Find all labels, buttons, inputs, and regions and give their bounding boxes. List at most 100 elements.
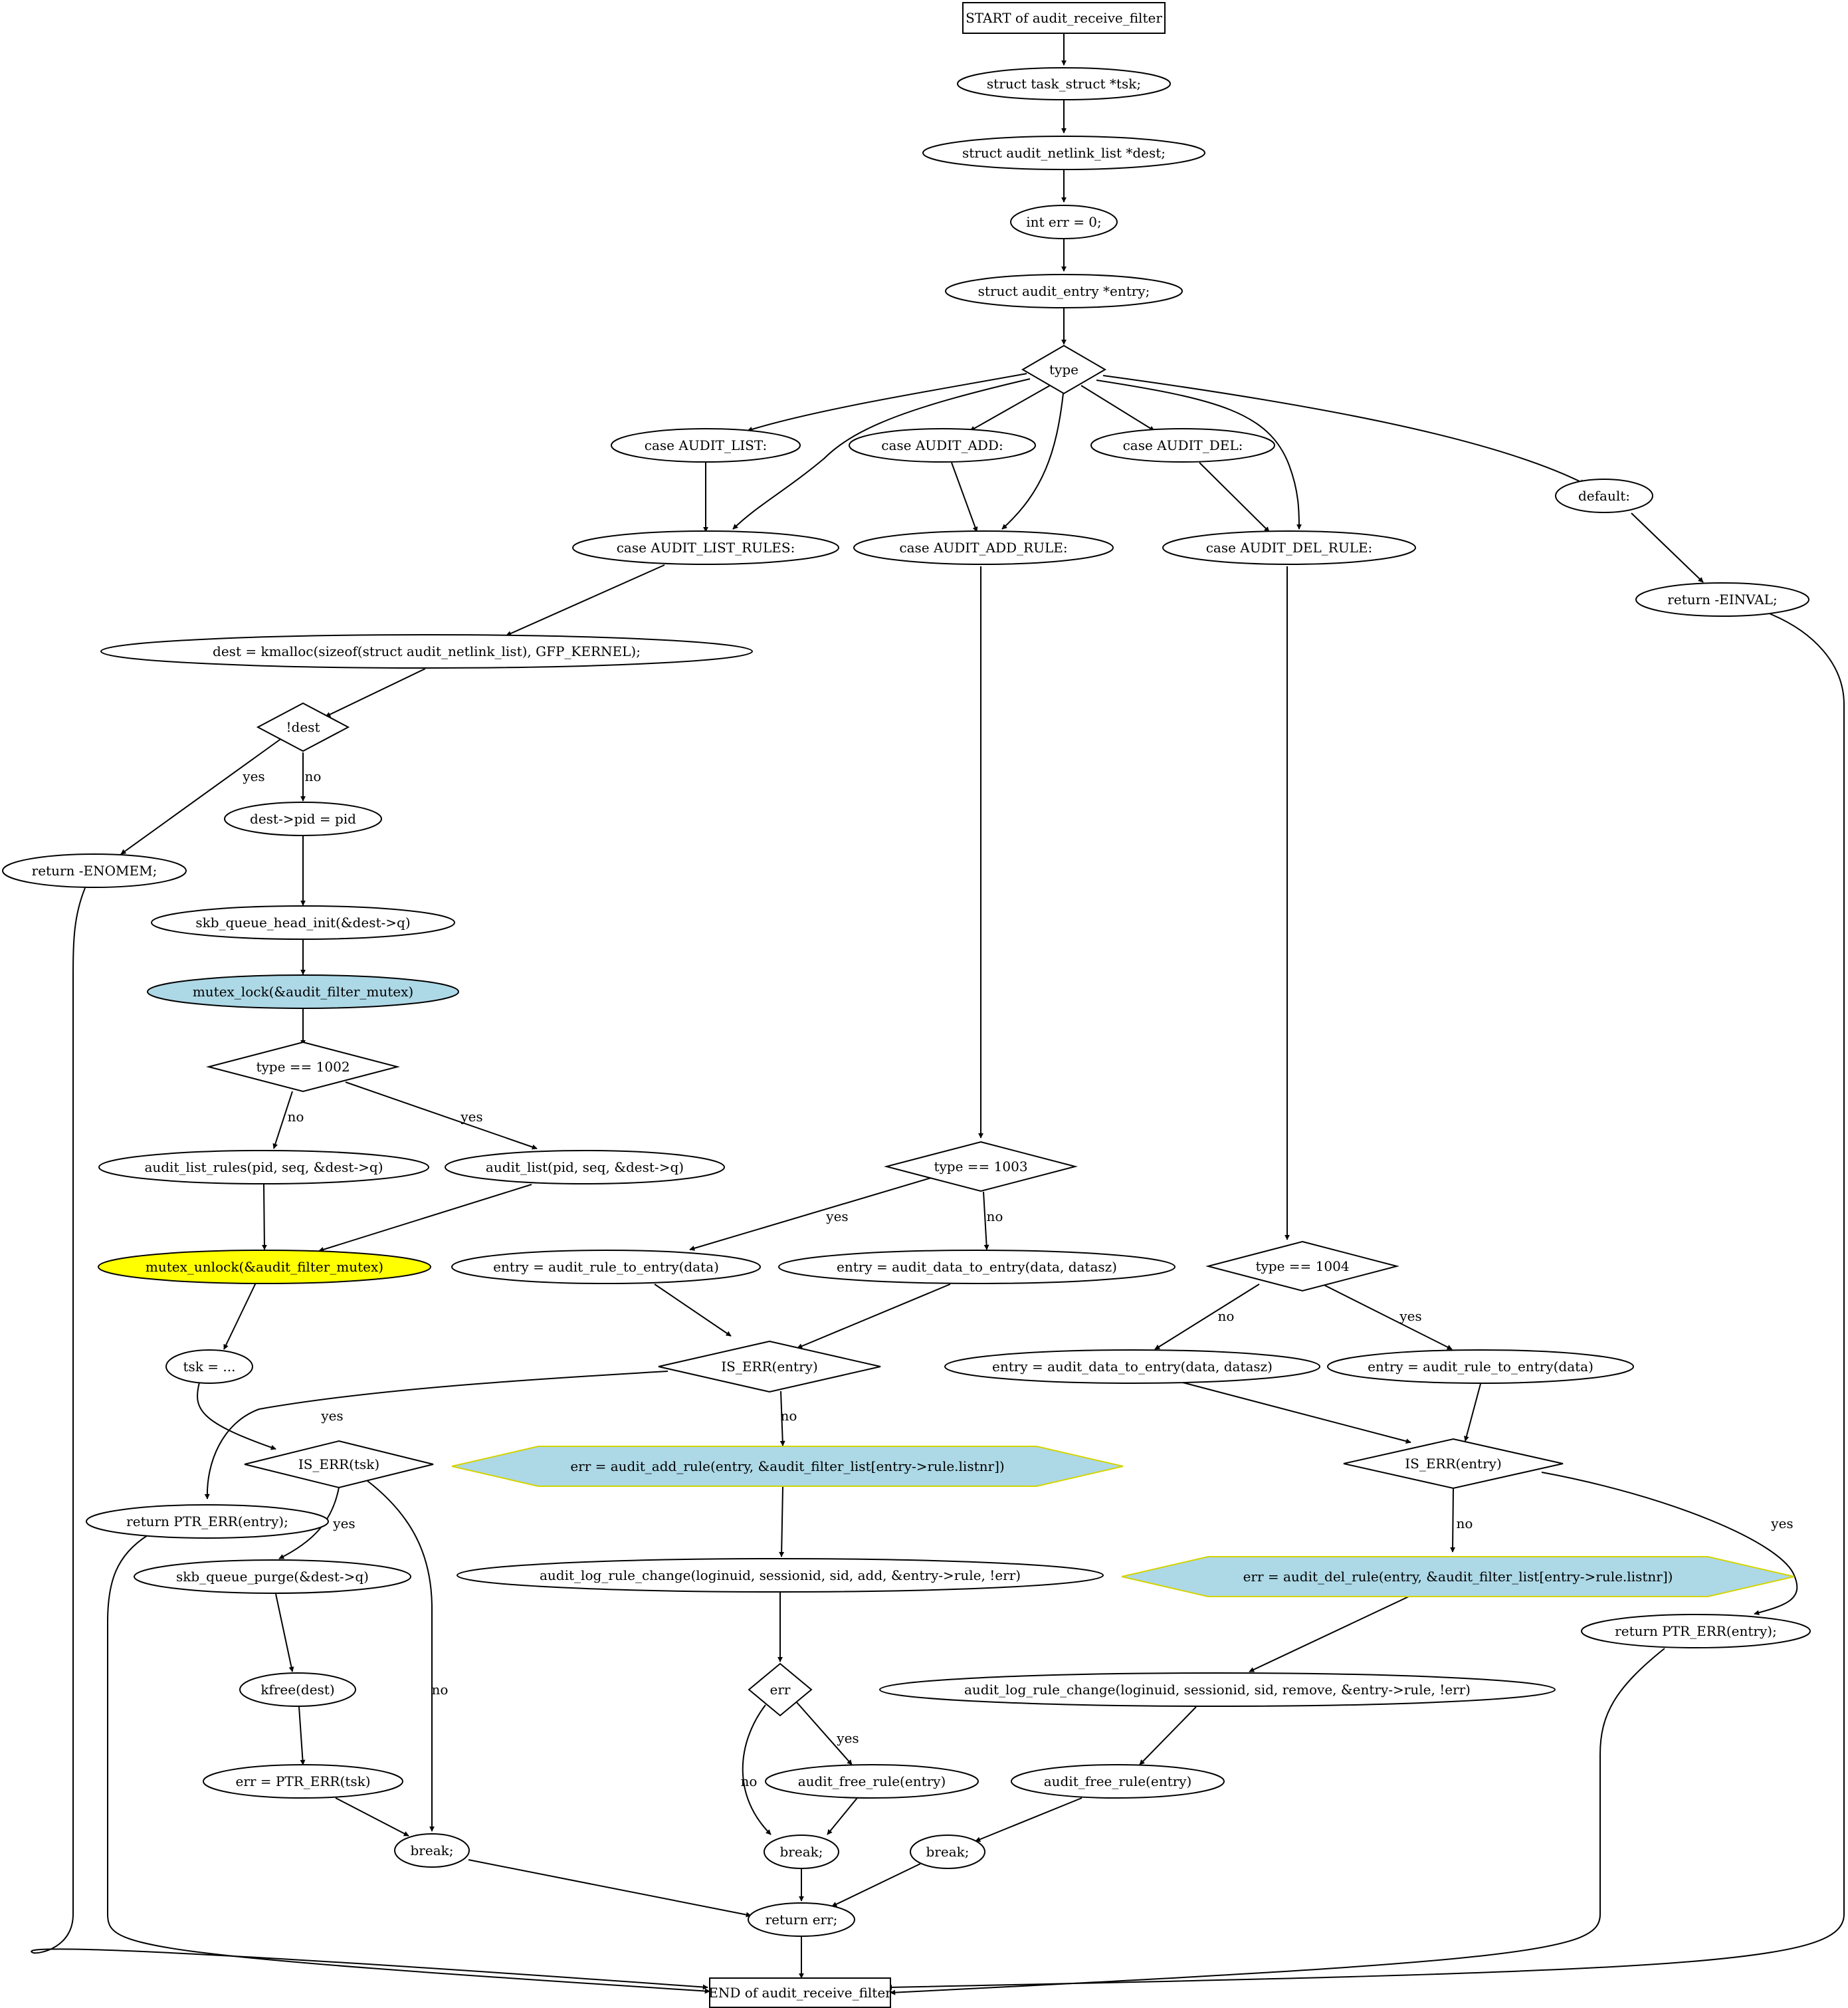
- decl-tsk-label: struct task_struct *tsk;: [987, 76, 1141, 92]
- del-rule-to-entry-ellipse: [1327, 1349, 1634, 1384]
- edge-if-type-1004-to-del-rule-to-entry: [1322, 1283, 1453, 1350]
- edge-label-type-1004-yes: yes: [1399, 1308, 1421, 1324]
- err-ptr-err-tsk-node: err = PTR_ERR(tsk): [203, 1764, 403, 1799]
- edge-log-remove-to-free-rule-del: [1139, 1706, 1197, 1765]
- edge-del-rule-to-entry-to-if-is-err: [1463, 1383, 1481, 1442]
- edge-add-rule-to-entry-to-if-is-err: [654, 1283, 732, 1337]
- del-rule-to-entry-label: entry = audit_rule_to_entry(data): [1368, 1359, 1593, 1375]
- kfree-dest-label: kfree(dest): [260, 1682, 334, 1698]
- audit-list-label: audit_list(pid, seq, &dest->q): [486, 1159, 684, 1175]
- kfree-dest-ellipse: [239, 1672, 356, 1707]
- case-del-rule-label: case AUDIT_DEL_RULE:: [1206, 540, 1373, 556]
- edge-if-type-1004-to-del-data-to-entry: [1154, 1283, 1260, 1350]
- edge-if-is-err-del-to-return-ptr-err: [1541, 1472, 1798, 1616]
- edge-if-not-dest-to-return-enomem: [120, 737, 283, 855]
- decl-dest-label: struct audit_netlink_list *dest;: [962, 145, 1166, 161]
- edge-label-not-dest-no: no: [305, 768, 322, 784]
- case-default-ellipse: [1555, 479, 1653, 513]
- decl-dest-node: struct audit_netlink_list *dest;: [922, 136, 1205, 170]
- return-ptr-err-del-ellipse: [1581, 1614, 1811, 1648]
- if-type-1004-node: type == 1004: [1205, 1240, 1399, 1292]
- case-list-rules-label: case AUDIT_LIST_RULES:: [617, 540, 795, 556]
- case-add-ellipse: [849, 428, 1036, 463]
- edge-label-type-1003-yes: yes: [825, 1208, 848, 1224]
- edge-switch-to-case-add: [970, 385, 1051, 431]
- edge-return-ptr-err-del-to-end: [890, 1648, 1665, 1995]
- tsk-assign-label: tsk = ...: [183, 1359, 236, 1375]
- edge-err-ptr-err-tsk-to-break-list: [335, 1797, 409, 1837]
- decl-tsk-ellipse: [957, 67, 1171, 100]
- edge-case-del-to-case-del-rule: [1199, 462, 1270, 532]
- if-not-dest-diamond: [256, 702, 350, 752]
- case-add-label: case AUDIT_ADD:: [881, 437, 1003, 453]
- if-err-node: err: [748, 1662, 813, 1717]
- edge-label-is-err-del-yes: yes: [1770, 1515, 1793, 1531]
- kfree-dest-node: kfree(dest): [239, 1672, 356, 1707]
- edge-if-type-1002-to-list-rules: [272, 1091, 293, 1149]
- mutex-unlock-label: mutex_unlock(&audit_filter_mutex): [146, 1259, 383, 1275]
- break-del-ellipse: [910, 1835, 985, 1869]
- return-enomem-label: return -ENOMEM;: [32, 863, 157, 879]
- edge-skb-purge-to-kfree: [275, 1593, 294, 1672]
- break-list-label: break;: [411, 1842, 454, 1858]
- edge-kmalloc-to-if-not-dest: [325, 668, 426, 717]
- case-del-node: case AUDIT_DEL:: [1090, 428, 1275, 463]
- edge-return-ptr-err-add-to-end: [107, 1535, 710, 1994]
- start-label: START of audit_receive_filter: [966, 10, 1162, 26]
- case-del-rule-node: case AUDIT_DEL_RULE:: [1162, 530, 1416, 565]
- if-is-err-entry-del-node: IS_ERR(entry): [1343, 1438, 1564, 1490]
- if-not-dest-label: !dest: [286, 719, 320, 735]
- edge-if-is-err-tsk-to-break-list: [367, 1480, 435, 1832]
- if-is-err-tsk-node: IS_ERR(tsk): [244, 1440, 434, 1489]
- if-is-err-tsk-diamond: [244, 1440, 434, 1489]
- case-list-node: case AUDIT_LIST:: [611, 428, 801, 463]
- case-list-label: case AUDIT_LIST:: [645, 437, 767, 453]
- edge-label-is-err-tsk-no: no: [432, 1682, 449, 1698]
- edge-label-type-1003-no: no: [987, 1208, 1003, 1224]
- audit-list-rules-ellipse: [98, 1150, 429, 1184]
- add-data-to-entry-ellipse: [778, 1250, 1176, 1284]
- decl-err-node: int err = 0;: [1010, 205, 1118, 239]
- audit-list-ellipse: [445, 1150, 725, 1184]
- edge-if-is-err-add-to-return-ptr-err: [204, 1371, 668, 1500]
- if-type-1003-node: type == 1003: [884, 1141, 1078, 1192]
- decl-err-ellipse: [1010, 205, 1118, 239]
- break-del-label: break;: [926, 1844, 970, 1860]
- edge-audit-del-rule-to-log-remove: [1249, 1596, 1409, 1672]
- audit-del-rule-hexagon: [1121, 1556, 1795, 1597]
- edge-kfree-to-err-ptr-err-tsk: [298, 1706, 306, 1765]
- if-type-1004-diamond: [1205, 1240, 1399, 1292]
- if-type-1002-diamond: [206, 1041, 400, 1093]
- edge-label-type-1002-no: no: [288, 1109, 304, 1125]
- if-type-1003-diamond: [884, 1141, 1078, 1192]
- edge-switch-to-case-add-rule: [1001, 393, 1064, 530]
- decl-entry-node: struct audit_entry *entry;: [945, 274, 1183, 308]
- switch-type-diamond: [1021, 344, 1106, 395]
- edge-if-err-to-free-rule-add: [795, 1701, 853, 1765]
- skb-queue-init-node: skb_queue_head_init(&dest->q): [151, 905, 455, 940]
- decl-tsk-node: struct task_struct *tsk;: [957, 67, 1171, 100]
- edge-switch-to-case-list: [747, 373, 1027, 432]
- break-add-node: break;: [764, 1835, 839, 1869]
- audit-list-rules-label: audit_list_rules(pid, seq, &dest->q): [144, 1159, 383, 1175]
- mutex-unlock-ellipse: [98, 1250, 431, 1284]
- break-list-ellipse: [394, 1833, 470, 1868]
- edge-tsk-assign-to-if-is-err-tsk: [197, 1382, 276, 1450]
- return-einval-label: return -EINVAL;: [1667, 592, 1777, 608]
- edge-label-is-err-tsk-yes: yes: [332, 1515, 355, 1531]
- edge-break-del-to-return-err: [831, 1863, 921, 1907]
- audit-add-rule-node: err = audit_add_rule(entry, &audit_filte…: [451, 1446, 1124, 1487]
- return-einval-ellipse: [1635, 582, 1809, 617]
- kmalloc-node: dest = kmalloc(sizeof(struct audit_netli…: [100, 634, 753, 669]
- end-label: END of audit_receive_filter: [708, 1985, 892, 2001]
- case-del-ellipse: [1090, 428, 1275, 463]
- add-data-to-entry-label: entry = audit_data_to_entry(data, datasz…: [837, 1259, 1117, 1275]
- edge-case-add-to-case-add-rule: [951, 462, 978, 532]
- add-data-to-entry-node: entry = audit_data_to_entry(data, datasz…: [778, 1250, 1176, 1284]
- edge-audit-add-rule-to-log-add: [779, 1486, 785, 1557]
- audit-list-rules-node: audit_list_rules(pid, seq, &dest->q): [98, 1150, 429, 1184]
- if-is-err-entry-del-label: IS_ERR(entry): [1405, 1456, 1502, 1472]
- case-add-rule-ellipse: [853, 530, 1114, 565]
- edge-label-type-1004-no: no: [1218, 1308, 1235, 1324]
- mutex-unlock-node: mutex_unlock(&audit_filter_mutex): [98, 1250, 431, 1284]
